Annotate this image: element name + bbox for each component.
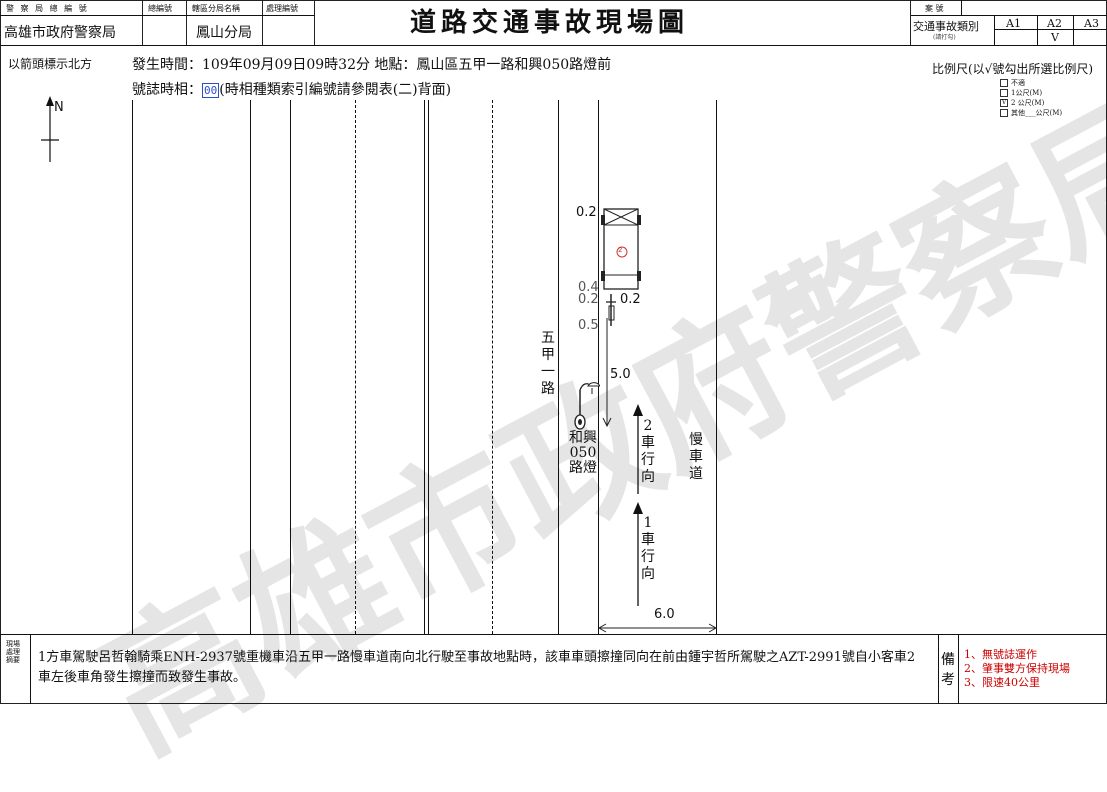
north-arrow-icon [40,96,70,176]
remark-item: 1、無號誌運作 [964,648,1037,661]
checkbox [1000,89,1008,97]
header-bottom-rule [0,45,1107,46]
car-vehicle-2-icon [598,205,643,293]
measure-0-2-left: 0.2 [578,292,599,307]
header-police-cell: 警 察 局 總 編 號 高雄市政府警察局 [0,0,143,45]
category-label: 交通事故類別 [913,20,979,33]
scale-option: 1公尺(M) [1000,88,1042,98]
road-line [132,100,133,634]
rule [186,15,262,16]
road-name: 五甲一路 [541,330,555,397]
rule [262,15,314,16]
district-office: 鳳山分局 [196,25,252,41]
rule [911,15,1107,16]
vehicle-mark: 2 [618,246,623,254]
category-a1: A1 [1006,17,1021,30]
summary-text: 1方車駕駛呂哲翰騎乘ENH-2937號重機車沿五甲一路慢車道南向北行駛至事故地點… [38,650,916,685]
checkbox: V [1000,99,1008,107]
scale-label: 其他___公尺(M) [1011,109,1063,117]
measure-5-0: 5.0 [610,367,631,382]
total-no-label: 總編號 [148,4,172,13]
signal-suffix: (時相種類索引編號請參閱表(二)背面) [219,82,452,98]
rule [142,15,186,16]
road-line [716,100,717,634]
measure-0-4: 0.4 [578,280,599,295]
north-letter: N [54,100,64,115]
rule [994,15,995,45]
category-a3: A3 [1084,17,1099,30]
road-line [290,100,291,634]
category-a2: A2 [1047,17,1062,30]
scale-label: 2 公尺(M) [1011,99,1045,107]
vehicle-1-direction-arrow-icon [632,502,644,606]
scale-title: 比例尺(以√號勾出所選比例尺) [932,62,1094,76]
category-a2-mark: V [1051,31,1059,44]
header-district-cell: 轄區分局名稱 鳳山分局 [186,0,263,45]
scale-label: 1公尺(M) [1011,89,1043,97]
vehicle-2-direction-arrow-icon [632,404,644,494]
distance-arrow-icon [602,318,614,430]
signal-code: 00 [202,83,220,98]
road-line [598,100,599,634]
case-no-label: 處理編號 [266,4,298,13]
rule [938,634,939,704]
road-line [250,100,251,634]
road-line [428,100,429,634]
district-office-label: 轄區分局名稱 [192,4,240,13]
police-bureau: 高雄市政府警察局 [4,25,116,41]
header-total-no-cell: 總編號 [142,0,187,45]
slow-lane-label: 慢車道 [689,432,703,482]
remark-item: 3、限速40公里 [964,676,1040,689]
document-title: 道路交通事故現場圖 [410,8,690,38]
rule [961,0,962,15]
footer-top-rule [0,634,1107,635]
signal-prefix: 號誌時相： [132,82,202,98]
road-line [424,100,425,634]
remark-item: 2、肇事雙方保持現場 [964,662,1070,675]
measure-0-2-right: 0.2 [620,292,641,307]
rule [30,634,31,704]
summary-label: 現場處理摘要 [6,640,20,664]
header-case-no-cell: 處理編號 [262,0,315,45]
vehicle-1-direction: 1車行向 [641,515,655,582]
lamp-label: 和興050路燈 [569,430,597,476]
measure-0-5: 0.5 [578,318,599,333]
remarks-label: 備考 [941,652,955,688]
motorcycle-vehicle-1-icon [604,292,618,328]
rule [1073,15,1074,45]
scale-option: 不適 [1000,78,1025,88]
header-category-block: 案 號 交通事故類別 (請打勾) A1 A2 A3 V [910,0,1107,45]
rule [1037,15,1038,45]
signal-phase: 號誌時相：00(時相種類索引編號請參閱表(二)背面) [132,79,451,99]
rule [0,15,142,16]
checkbox [1000,79,1008,87]
road-line [558,100,559,634]
police-bureau-label: 警 察 局 總 編 號 [6,4,89,13]
scale-option: 其他___公尺(M) [1000,108,1062,118]
scale-label: 不適 [1011,79,1025,87]
rule [994,29,1107,30]
rule [958,634,959,704]
occurrence-info: 發生時間：109年09月09日09時32分 地點：鳳山區五甲一路和興050路燈前 [132,57,612,73]
measure-0-2-top: 0.2 [576,205,597,220]
north-note: 以箭頭標示北方 [8,57,93,71]
lane-dash-line [492,100,493,634]
checkbox [1000,109,1008,117]
vehicle-2-direction: 2車行向 [641,418,655,485]
case-label: 案 號 [925,4,944,13]
width-dimension-icon [597,620,718,634]
street-lamp-icon [570,378,601,432]
lane-dash-line [355,100,356,634]
category-note: (請打勾) [933,34,956,41]
measure-6-0: 6.0 [654,607,675,622]
